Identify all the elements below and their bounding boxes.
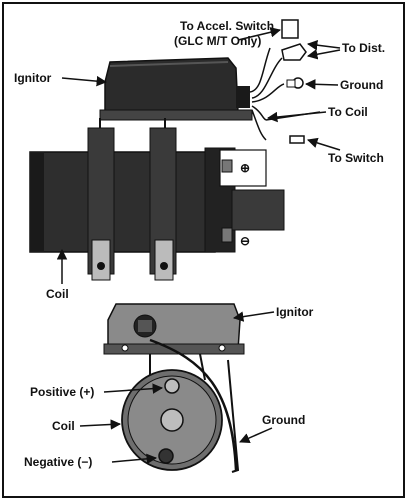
label-ground-bottom: Ground bbox=[262, 413, 305, 427]
arrow-ignitor-top bbox=[61, 75, 108, 87]
label-to-accel-switch-1: To Accel. Switch bbox=[180, 19, 274, 33]
distributor-connector bbox=[281, 43, 307, 61]
label-ground-top: Ground bbox=[340, 78, 383, 92]
coil-body-top bbox=[29, 118, 285, 281]
arrow-ground-top bbox=[304, 79, 339, 90]
arrow-to-switch bbox=[306, 137, 341, 151]
ignitor-module-top bbox=[99, 57, 253, 121]
label-to-accel-switch-2: (GLC M/T Only) bbox=[174, 34, 261, 48]
label-positive: Positive (+) bbox=[30, 385, 94, 399]
label-coil-top: Coil bbox=[46, 287, 69, 301]
arrow-dist-2 bbox=[306, 49, 341, 60]
arrow-negative bbox=[111, 453, 158, 465]
accel-switch-connector bbox=[281, 19, 299, 39]
positive-terminal bbox=[164, 378, 180, 394]
coil-body-bottom bbox=[121, 338, 240, 473]
label-ignitor-bottom: Ignitor bbox=[276, 305, 314, 319]
label-coil-bottom: Coil bbox=[52, 419, 75, 433]
arrow-positive bbox=[103, 383, 164, 394]
label-negative: Negative (−) bbox=[24, 455, 92, 469]
label-ignitor-top: Ignitor bbox=[14, 71, 52, 85]
wire-harness-top bbox=[249, 47, 321, 141]
arrow-ground-bottom bbox=[239, 427, 273, 444]
label-to-switch: To Switch bbox=[328, 151, 384, 165]
negative-terminal bbox=[158, 448, 174, 464]
label-to-coil: To Coil bbox=[328, 105, 368, 119]
switch-connector bbox=[289, 135, 305, 144]
arrow-to-coil bbox=[266, 111, 327, 123]
arrow-accel-switch bbox=[237, 27, 282, 41]
arrow-ignitor-bottom bbox=[232, 311, 275, 322]
ignitor-module-bottom bbox=[103, 303, 245, 355]
label-to-dist: To Dist. bbox=[342, 41, 385, 55]
positive-symbol-top: ⊕ bbox=[240, 161, 250, 175]
negative-symbol-top: ⊖ bbox=[240, 234, 250, 248]
arrow-coil-bottom bbox=[79, 419, 122, 430]
arrow-dist-1 bbox=[306, 39, 341, 51]
